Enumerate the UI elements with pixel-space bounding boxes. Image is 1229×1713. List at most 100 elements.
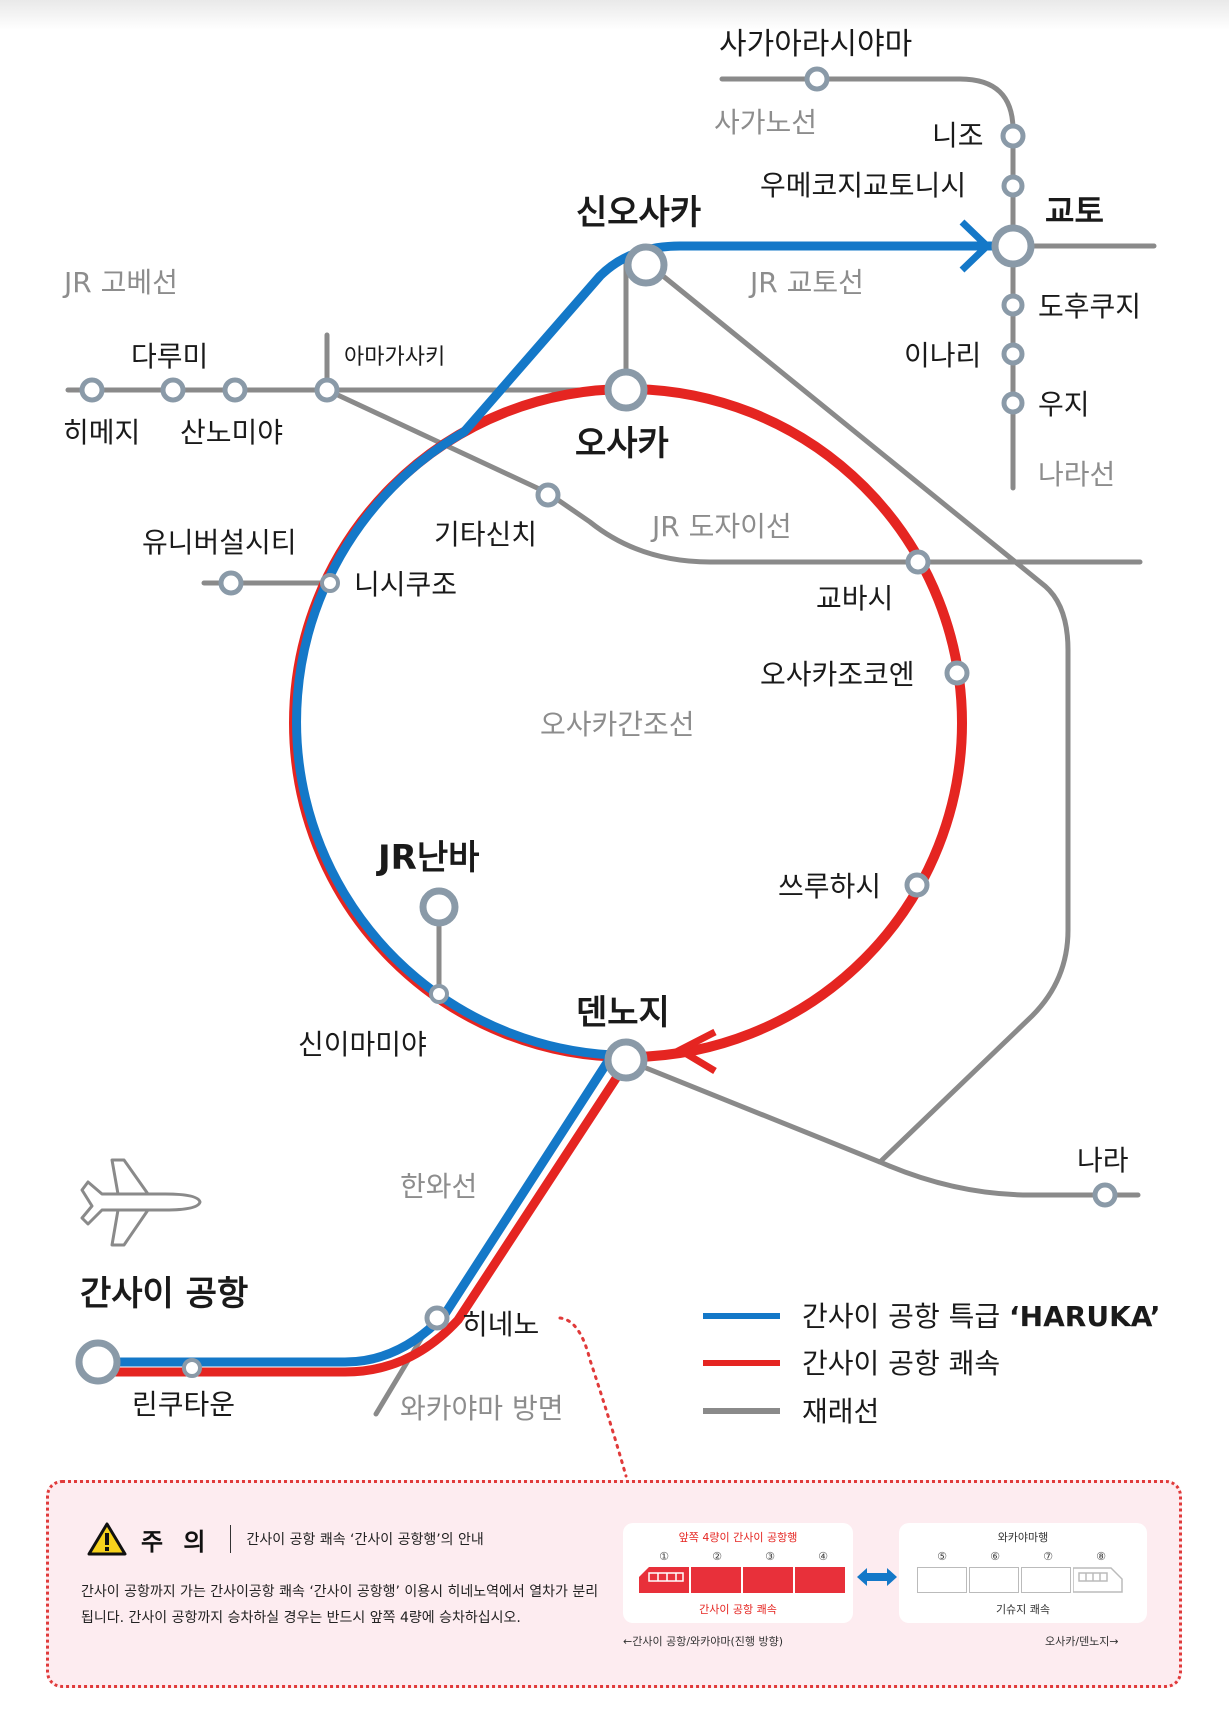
legend-haruka: 간사이 공항 특급 ‘HARUKA’ [802, 1300, 1161, 1333]
station-label-nishikujo: 니시쿠조 [354, 568, 457, 601]
notice-connector [558, 1316, 628, 1478]
car-number-8: ⑧ [1096, 1550, 1106, 1563]
line-label-saga: 사가노선 [714, 106, 817, 139]
station-marker-sagaarashiyama[interactable] [804, 66, 830, 92]
station-marker-shinimamiya[interactable] [429, 984, 449, 1004]
station-marker-osakajokoen[interactable] [944, 660, 970, 686]
yamatoji-line [623, 1057, 1141, 1198]
front-car-2 [691, 1567, 741, 1593]
station-label-universal: 유니버설시티 [142, 526, 297, 559]
station-marker-nijo[interactable] [1000, 123, 1026, 149]
station-label-sannomiya: 산노미야 [180, 416, 283, 449]
station-marker-tarumi[interactable] [160, 377, 186, 403]
front-cars-panel: 앞쪽 4량이 간사이 공항행 ① ② ③ ④ 간사이 공항 쾌속 [623, 1523, 853, 1623]
station-label-kyoto: 교토 [1045, 192, 1104, 230]
station-marker-kitashinchi[interactable] [535, 482, 561, 508]
front-car-3 [743, 1567, 793, 1593]
station-marker-rinku[interactable] [182, 1358, 202, 1378]
loop-direction-arrow-icon [672, 1028, 717, 1075]
car-number-7: ⑦ [1043, 1550, 1053, 1563]
station-marker-tofukuji[interactable] [1001, 293, 1025, 317]
station-label-uji: 우지 [1038, 388, 1090, 421]
rear-cars-caption: 와카야마행 [997, 1531, 1049, 1544]
station-label-osaka: 오사카 [575, 424, 669, 464]
legend-local: 재래선 [802, 1395, 879, 1428]
rear-car-8-icon [1073, 1567, 1123, 1593]
line-label-nara: 나라선 [1038, 458, 1115, 491]
rear-cars-panel: 와카야마행 ⑤ ⑥ ⑦ ⑧ 기슈지 쾌속 [899, 1523, 1147, 1623]
station-marker-nishikujo[interactable] [320, 573, 340, 593]
legend-rapid: 간사이 공항 쾌속 [802, 1347, 1000, 1380]
line-label-tozai: JR 도자이선 [650, 510, 792, 543]
station-marker-himeji[interactable] [79, 377, 105, 403]
station-label-kyobashi: 교바시 [816, 582, 893, 615]
notice-title: 주 의 [141, 1527, 212, 1556]
osaka-higashi-line [644, 260, 1071, 1165]
station-label-kitashinchi: 기타신치 [434, 518, 537, 551]
rear-car-6 [969, 1567, 1019, 1593]
station-label-rinku: 린쿠타운 [132, 1388, 235, 1421]
station-label-amagasaki: 아마가사키 [344, 345, 445, 370]
station-marker-universal[interactable] [218, 570, 244, 596]
station-marker-inari[interactable] [1001, 342, 1025, 366]
station-marker-tsuruhashi[interactable] [904, 872, 930, 898]
station-marker-umekoji[interactable] [1001, 174, 1025, 198]
station-marker-kansai[interactable] [75, 1339, 121, 1385]
station-marker-nara[interactable] [1092, 1182, 1118, 1208]
station-label-osakajokoen: 오사카조코엔 [760, 658, 915, 691]
car-number-6: ⑥ [990, 1550, 1000, 1563]
notice-subtitle: 간사이 공항 쾌속 ‘간사이 공항행’의 안내 [246, 1532, 484, 1548]
legend-haruka-name: ‘HARUKA’ [1009, 1300, 1160, 1333]
direction-left-label: ←간사이 공항/와카야마(진행 방향) [623, 1635, 784, 1648]
notice-header: 주 의 간사이 공항 쾌속 ‘간사이 공항행’의 안내 [87, 1521, 484, 1557]
local-lines [65, 76, 1157, 1417]
direction-right-label: 오사카/덴노지→ [1045, 1635, 1119, 1648]
front-train-name: 간사이 공항 쾌속 [699, 1603, 777, 1616]
station-marker-sannomiya[interactable] [222, 377, 248, 403]
station-label-umekoji: 우메코지교토니시 [760, 169, 966, 202]
rapid-airport-line [98, 1057, 632, 1377]
front-cars-caption: 앞쪽 4량이 간사이 공항행 [678, 1531, 798, 1544]
station-label-himeji: 히메지 [63, 416, 140, 449]
line-label-hanwa: 한와선 [400, 1170, 477, 1203]
station-label-jrnamba: JR난바 [376, 838, 479, 878]
station-label-kansai: 간사이 공항 [80, 1274, 248, 1314]
station-label-tofukuji: 도후쿠지 [1038, 290, 1141, 323]
line-label-kobe: JR 고베선 [62, 266, 178, 299]
line-label-wakayama: 와카야마 방면 [400, 1392, 563, 1425]
car-number-3: ③ [765, 1550, 775, 1563]
notice-box: 주 의 간사이 공항 쾌속 ‘간사이 공항행’의 안내 간사이 공항까지 가는 … [46, 1480, 1182, 1688]
notice-divider [229, 1525, 231, 1553]
top-shadow [0, 0, 1229, 30]
station-marker-shinosaka[interactable] [624, 243, 668, 287]
line-label-kyoto: JR 교토선 [748, 266, 864, 299]
station-label-nijo: 니조 [932, 119, 984, 152]
rear-car-5 [917, 1567, 967, 1593]
station-label-hineno: 히네노 [462, 1308, 539, 1341]
station-marker-tennoji[interactable] [604, 1038, 648, 1082]
separation-arrow-icon [857, 1568, 897, 1586]
car-number-1: ① [659, 1550, 669, 1563]
station-marker-amagasaki[interactable] [314, 377, 340, 403]
station-marker-uji[interactable] [1001, 391, 1025, 415]
tozai-line [324, 387, 1143, 565]
station-label-nara: 나라 [1077, 1144, 1129, 1177]
line-label-loop: 오사카간조선 [540, 708, 695, 741]
station-marker-kyobashi[interactable] [905, 549, 931, 575]
station-marker-hineno[interactable] [424, 1305, 450, 1331]
station-markers [75, 66, 1118, 1385]
station-label-tsuruhashi: 쓰루하시 [778, 870, 881, 903]
rear-car-7 [1021, 1567, 1071, 1593]
station-label-tennoji: 덴노지 [576, 993, 670, 1033]
front-car-1-icon [639, 1567, 689, 1593]
legend: 간사이 공항 특급 ‘HARUKA’ 간사이 공항 쾌속 재래선 [703, 1300, 1161, 1428]
haruka-line [98, 241, 1013, 1367]
rear-train-name: 기슈지 쾌속 [995, 1603, 1051, 1616]
kyoto-arrow-icon [959, 219, 993, 273]
station-marker-osaka[interactable] [604, 368, 648, 412]
station-label-inari: 이나리 [904, 339, 981, 372]
station-marker-kyoto[interactable] [991, 224, 1035, 268]
station-label-sagaarashiyama: 사가아라시야마 [719, 27, 912, 62]
station-marker-jrnamba[interactable] [419, 887, 459, 927]
